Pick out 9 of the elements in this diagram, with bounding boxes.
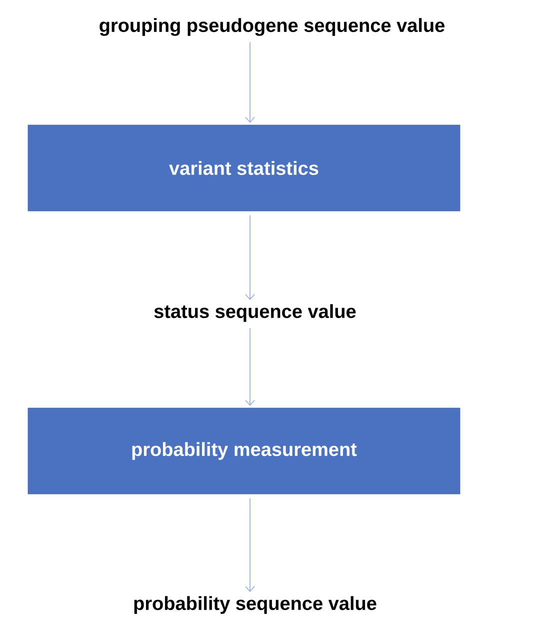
process-box: variant statistics bbox=[28, 124, 460, 212]
data-label: status sequence value bbox=[154, 304, 356, 322]
arrow bbox=[245, 400, 255, 406]
data-label: probability sequence value bbox=[134, 596, 376, 614]
arrow bbox=[245, 586, 255, 592]
arrow bbox=[245, 294, 255, 300]
data-label: grouping pseudogene sequence value bbox=[100, 18, 444, 36]
process-box: probability measurement bbox=[28, 408, 460, 494]
arrow bbox=[245, 116, 255, 123]
